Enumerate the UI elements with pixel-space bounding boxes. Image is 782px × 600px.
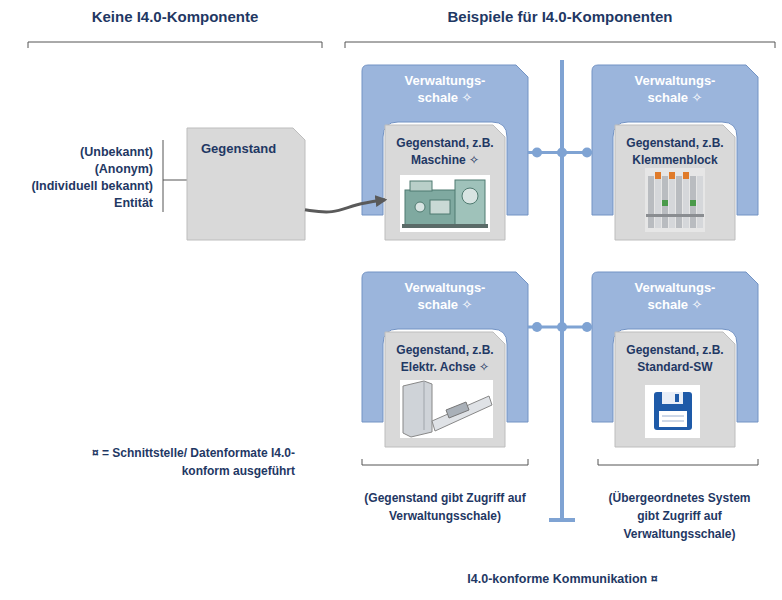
asset-box: Gegenstand, z.B. Standard-SW [615,332,735,447]
bus-caption: I4.0-konforme Kommunikation ¤ [410,570,715,588]
junction-dot [582,322,592,332]
box-title: Gegenstand, z.B. Elektr. Achse ✧ [389,342,501,376]
entity-box: Gegenstand [187,128,305,240]
entity-state: (Individuell bekannt) [10,177,153,195]
section-heading: Keine I4.0-Komponente [28,8,322,26]
junction-dot [532,148,542,158]
box-title: Gegenstand, z.B. Maschine ✧ [389,135,501,169]
section-bracket [28,42,322,48]
linear-axis [432,396,492,431]
floppy-shutter [662,392,683,404]
admin-shell: Verwaltungs- schale ✧ Gegenstand, z.B. Ma… [362,65,528,240]
entity-state: (Anonym) [10,160,153,178]
access-note: (Gegenstand gibt Zugriff auf Verwaltungs… [360,489,530,525]
box-shape [187,128,305,240]
controller-edge [424,381,425,430]
section-heading: Beispiele für I4.0-Komponenten [345,8,775,26]
asset-box: Gegenstand, z.B. Maschine ✧ [385,125,505,240]
asset-box: Gegenstand, z.B. Klemmenblock [615,125,735,240]
terminal-strip [676,176,682,228]
image-background [400,175,490,232]
terminal-marker [655,172,661,179]
terminal-strip [662,176,668,228]
terminal-strip [669,176,675,228]
terminal-strip [683,176,689,228]
terminal-marker [683,172,689,179]
image-background [645,385,700,438]
terminal-strip [690,176,696,228]
machine-roll [415,202,425,212]
group-bracket [362,459,528,465]
box-title: Gegenstand [201,140,301,157]
floppy-slot [675,394,679,402]
floppy-label-line [662,416,684,417]
floppy-label [659,411,687,427]
symbol-note: ¤ = Schnittstelle/ Datenformate I4.0-kon… [70,444,295,480]
box-shape [385,125,505,240]
admin-shell: Verwaltungs- schale ✧ Gegenstand, z.B. St… [592,272,758,447]
box-shape [615,332,735,447]
shell-title: Verwaltungs- schale ✧ [620,279,730,313]
leader-line [163,140,187,212]
junction-dot [582,148,592,158]
admin-shell: Verwaltungs- schale ✧ Gegenstand, z.B. El… [362,272,528,447]
machine-panel [430,200,450,214]
machine-roll [462,188,478,204]
junction-dot [557,322,567,332]
terminal-marker [690,200,696,206]
controller-box [403,381,432,437]
shell-title: Verwaltungs- schale ✧ [390,279,500,313]
image-background [400,380,493,438]
floppy-body [654,392,692,430]
box-title: Gegenstand, z.B. Standard-SW [619,342,731,376]
bus-connection [528,325,592,328]
group-bracket [598,459,758,465]
terminal-marker [662,200,668,206]
electric-axis-illustration [400,380,493,438]
machine-part [455,180,485,225]
machine-illustration [400,175,490,232]
floppy-disk-illustration [645,385,700,438]
floppy-label-line [662,421,684,422]
mounting-rail [646,214,704,217]
shell-title: Verwaltungs- schale ✧ [390,72,500,106]
section-bracket [345,42,775,48]
machine-part [410,181,432,191]
junction-dot [532,322,542,332]
junction-dot [557,148,567,158]
box-shape [615,125,735,240]
access-note: (Übergeordnetes System gibt Zugriff auf … [597,489,762,543]
terminal-strip [655,176,661,228]
box-shape [385,332,505,447]
admin-shell: Verwaltungs- schale ✧ Gegenstand, z.B. Kl… [592,65,758,240]
machine-body [405,190,457,225]
asset-box: Gegenstand, z.B. Elektr. Achse ✧ [385,332,505,447]
communication-bus [560,60,564,520]
machine-base [402,224,488,228]
terminal-block-illustration [645,168,705,232]
box-title: Gegenstand, z.B. Klemmenblock [619,135,731,169]
terminal-strip [648,176,654,228]
transition-arrow [305,200,385,212]
entity-state: (Unbekannt) [10,143,153,161]
shell-title: Verwaltungs- schale ✧ [620,72,730,106]
image-background [645,168,705,232]
bus-end-cap [549,518,575,522]
axis-carriage [446,402,469,418]
terminal-marker [669,172,675,179]
bus-connection [528,151,592,154]
terminal-strip [697,176,703,228]
entity-state: Entität [10,194,153,212]
